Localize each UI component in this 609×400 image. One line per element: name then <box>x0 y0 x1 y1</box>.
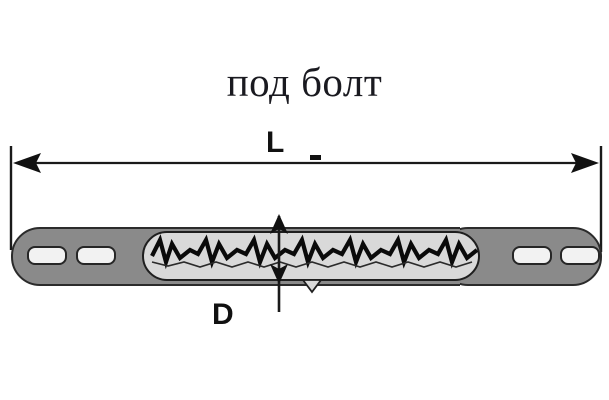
length-arrow-right-icon <box>571 153 599 173</box>
diameter-arrow-down-icon <box>270 264 288 284</box>
length-dimension-label: L <box>266 126 285 159</box>
length-label-tick-mark <box>310 155 321 160</box>
slot-hole-left-2 <box>76 246 116 265</box>
length-arrow-left-icon <box>13 153 41 173</box>
diameter-arrow-up-icon <box>270 214 288 234</box>
slot-hole-right-1 <box>512 246 552 265</box>
diameter-dimension-label: D <box>212 298 234 331</box>
thread-zigzag-line <box>150 234 479 270</box>
slot-hole-left-1 <box>27 246 67 265</box>
thread-pattern <box>150 234 479 270</box>
page-title: под болт <box>226 59 383 105</box>
shank-bottom-notch <box>301 279 323 294</box>
slot-hole-right-2 <box>560 246 600 265</box>
thread-root-line <box>151 261 473 268</box>
